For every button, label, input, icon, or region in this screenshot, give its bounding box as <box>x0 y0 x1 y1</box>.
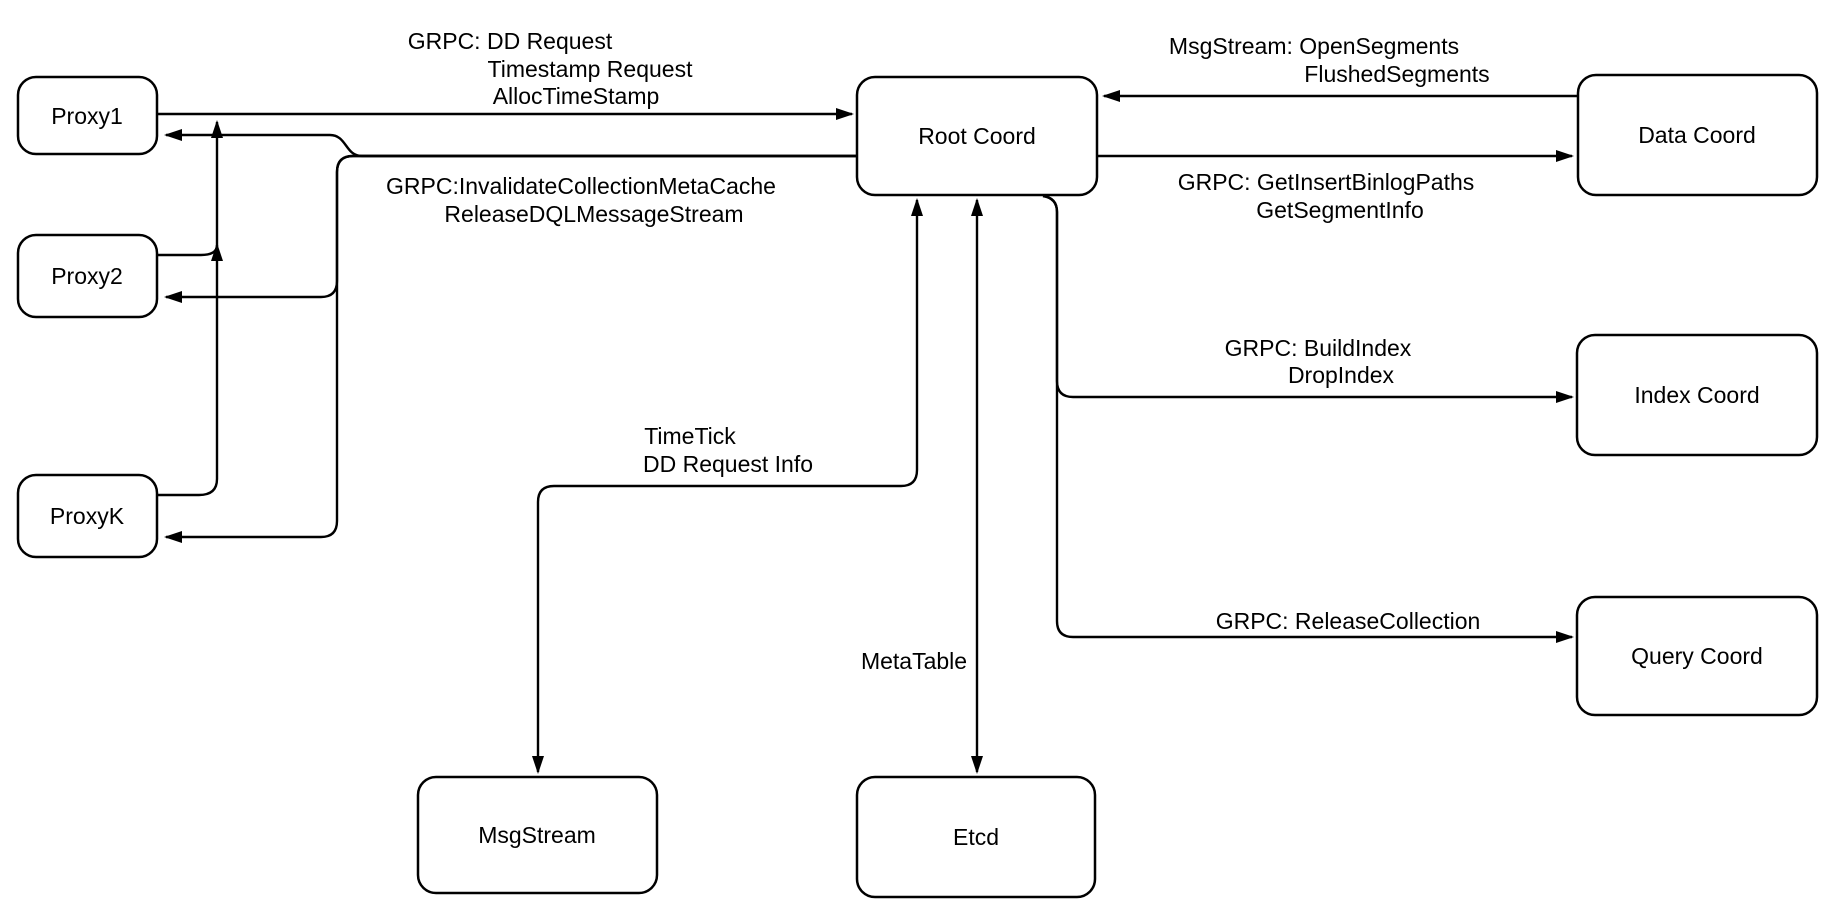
edge-proxyk-to-rootcoord <box>157 120 223 497</box>
node-proxyk: ProxyK <box>16 473 159 559</box>
node-proxy1-box <box>16 75 159 156</box>
edge-label-root-to-proxies-1: GRPC:InvalidateCollectionMetaCache <box>386 173 776 199</box>
edge-label-root-to-etcd-1: MetaTable <box>861 648 967 674</box>
edge-label-root-to-query-1: GRPC: ReleaseCollection <box>1216 608 1481 634</box>
edge-rootcoord-to-proxyk <box>164 154 857 543</box>
node-root-coord-label: Root Coord <box>918 123 1036 149</box>
edge-label-root-to-index-2: DropIndex <box>1288 362 1395 388</box>
node-index-coord-label: Index Coord <box>1634 382 1759 408</box>
edge-rootcoord-to-msgstream <box>532 198 923 774</box>
node-root-coord: Root Coord <box>855 75 1099 197</box>
node-proxy2-box <box>16 233 159 319</box>
edge-labels: GRPC: DD Request Timestamp Request Alloc… <box>386 28 1490 674</box>
node-query-coord-box <box>1575 595 1819 717</box>
node-index-coord: Index Coord <box>1575 333 1819 457</box>
edge-label-root-to-msgstream-1: TimeTick <box>644 423 736 449</box>
edge-label-root-to-proxies-2: ReleaseDQLMessageStream <box>444 201 743 227</box>
edge-label-proxies-to-root-2: Timestamp Request <box>488 56 694 82</box>
node-proxyk-box <box>16 473 159 559</box>
node-proxy2-label: Proxy2 <box>51 263 123 289</box>
edge-label-root-to-index-1: GRPC: BuildIndex <box>1225 335 1412 361</box>
node-data-coord: Data Coord <box>1576 73 1819 197</box>
node-msgstream: MsgStream <box>416 775 659 895</box>
nodes: Proxy1 Proxy2 ProxyK Root Coord Data Coo… <box>16 73 1819 899</box>
node-query-coord-label: Query Coord <box>1631 643 1763 669</box>
node-proxy1: Proxy1 <box>16 75 159 156</box>
edge-label-root-to-msgstream-2: DD Request Info <box>643 451 813 477</box>
node-data-coord-box <box>1576 73 1819 197</box>
edge-label-proxies-to-root-1: GRPC: DD Request <box>408 28 613 54</box>
node-data-coord-label: Data Coord <box>1638 122 1756 148</box>
node-proxy2: Proxy2 <box>16 233 159 319</box>
edge-label-root-to-data-2: GetSegmentInfo <box>1256 197 1424 223</box>
node-msgstream-box <box>416 775 659 895</box>
edges <box>157 90 1578 774</box>
node-proxyk-label: ProxyK <box>50 503 125 529</box>
edge-label-root-to-data-1: GRPC: GetInsertBinlogPaths <box>1178 169 1475 195</box>
node-index-coord-box <box>1575 333 1819 457</box>
edge-label-proxies-to-root-3: AllocTimeStamp <box>493 83 660 109</box>
node-msgstream-label: MsgStream <box>478 822 596 848</box>
edge-label-data-to-root-1: MsgStream: OpenSegments <box>1169 33 1459 59</box>
node-query-coord: Query Coord <box>1575 595 1819 717</box>
edge-proxy2-to-rootcoord <box>157 243 223 262</box>
edge-rootcoord-to-proxy1 <box>164 129 857 158</box>
edge-label-data-to-root-2: FlushedSegments <box>1304 61 1489 87</box>
edge-rootcoord-to-querycoord <box>1042 194 1574 643</box>
node-proxy1-label: Proxy1 <box>51 103 123 129</box>
node-etcd: Etcd <box>855 775 1097 899</box>
node-etcd-box <box>855 775 1097 899</box>
node-root-coord-box <box>855 75 1099 197</box>
node-etcd-label: Etcd <box>953 824 999 850</box>
